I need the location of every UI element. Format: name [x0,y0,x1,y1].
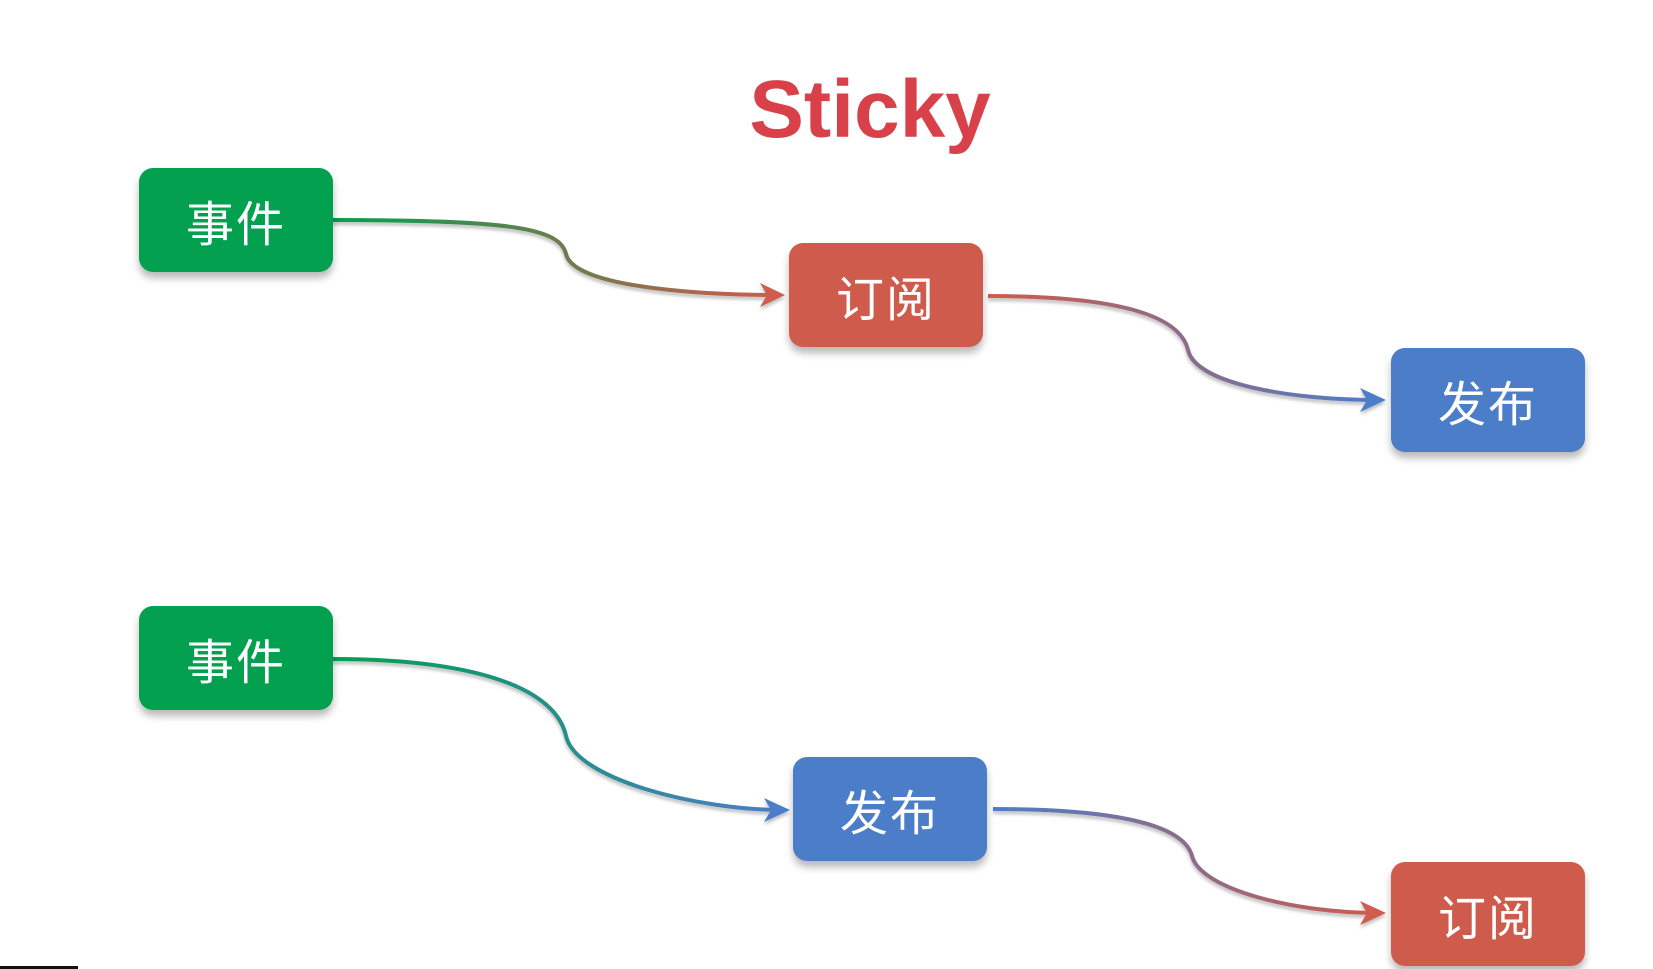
flow1-subscribe-label: 订阅 [835,272,936,328]
connector-event-to-publish-2 [331,657,790,822]
flow2-publish-label: 发布 [839,786,940,842]
connector-subscribe-to-publish-1 [987,294,1386,412]
flow2-subscribe-node: 订阅 [1391,862,1585,966]
connector-publish-to-subscribe-2 [992,807,1386,925]
flow2-publish-node: 发布 [793,757,987,861]
flow2-subscribe-label: 订阅 [1437,891,1538,947]
flow1-publish-node: 发布 [1391,348,1585,452]
flow1-event-label: 事件 [185,197,286,253]
flow1-publish-label: 发布 [1437,377,1538,433]
connector-event-to-subscribe-1 [331,218,785,307]
flow2-event-node: 事件 [139,606,333,710]
flow2-event-label: 事件 [185,635,286,691]
flow1-subscribe-node: 订阅 [789,243,983,347]
diagram-title: Sticky [749,64,991,155]
corner-divider [0,966,78,969]
flow1-event-node: 事件 [139,168,333,272]
